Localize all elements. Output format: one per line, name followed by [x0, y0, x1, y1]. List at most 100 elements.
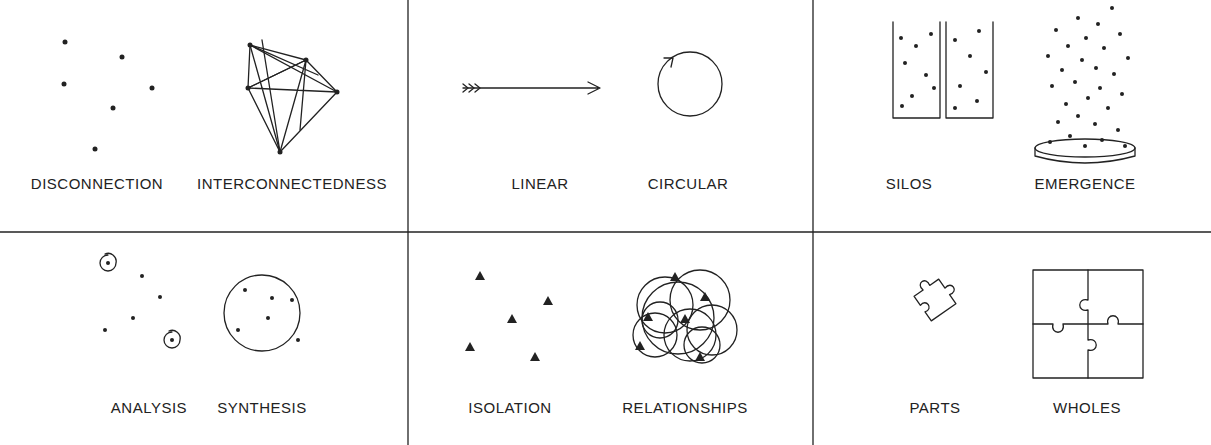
- emergence-figure-part: [1123, 144, 1127, 148]
- grid-lines-part: [0, 231, 1211, 232]
- concept-label: ISOLATION: [468, 399, 551, 417]
- emergence-figure-part: [1048, 140, 1052, 144]
- emergence-figure-part: [1083, 144, 1087, 148]
- isolation-triangles-part: [530, 352, 540, 361]
- scattered-dots-part: [150, 86, 155, 91]
- relationships-figure: [633, 270, 737, 363]
- scattered-dots: [62, 40, 155, 152]
- analysis-figure-part: [100, 253, 116, 271]
- emergence-figure-part: [1035, 148, 1135, 163]
- emergence-figure-part: [1084, 36, 1088, 40]
- concept-label: WHOLES: [1053, 399, 1121, 417]
- scattered-dots-part: [120, 55, 125, 60]
- synthesis-figure-part: [243, 288, 247, 292]
- silos-figure-part: [900, 104, 904, 108]
- concept-label: ANALYSIS: [111, 399, 187, 417]
- concept-label: CIRCULAR: [648, 175, 729, 193]
- silos-figure-part: [975, 99, 979, 103]
- synthesis-figure-part: [266, 316, 270, 320]
- emergence-figure-part: [1106, 106, 1110, 110]
- network-figure-part: [335, 90, 340, 95]
- isolation-triangles: [465, 271, 553, 361]
- scattered-dots-part: [93, 147, 98, 152]
- relationships-figure-part: [635, 272, 710, 361]
- emergence-figure-part: [1126, 56, 1130, 60]
- network-figure: [246, 40, 340, 155]
- network-figure-part: [248, 45, 337, 152]
- puzzle-piece: [910, 269, 962, 321]
- analysis-figure-part: [106, 261, 110, 265]
- emergence-figure-part: [1100, 138, 1104, 142]
- isolation-triangles-part: [507, 314, 517, 323]
- isolation-triangles-part: [475, 271, 485, 280]
- silos-figure-part: [984, 70, 988, 74]
- silos-figure-part: [914, 44, 918, 48]
- network-figure-part: [248, 45, 337, 152]
- silos-figure-part: [899, 29, 988, 110]
- linear-arrow-part: [463, 84, 480, 92]
- emergence-figure-part: [1073, 80, 1077, 84]
- isolation-triangles-part: [465, 342, 475, 351]
- emergence-figure-part: [1093, 122, 1097, 126]
- network-figure-part: [248, 43, 253, 48]
- relationships-figure-part: [637, 277, 693, 333]
- puzzle-whole-part: [1033, 270, 1143, 378]
- emergence-figure-part: [1116, 128, 1120, 132]
- synthesis-figure-part: [224, 275, 300, 351]
- relationships-figure-part: [670, 270, 730, 330]
- scattered-dots-part: [111, 106, 116, 111]
- silos-figure-part: [910, 94, 914, 98]
- silos-figure-part: [977, 29, 981, 33]
- concept-label: RELATIONSHIPS: [622, 399, 747, 417]
- emergence-figure-part: [1098, 86, 1102, 90]
- emergence-figure-part: [1056, 120, 1060, 124]
- scattered-dots-part: [63, 40, 68, 45]
- silos-figure-part: [953, 106, 957, 110]
- relationships-figure-part: [642, 302, 678, 338]
- emergence-figure-part: [1080, 58, 1084, 62]
- concept-label: DISCONNECTION: [31, 175, 163, 193]
- synthesis-figure-part: [270, 296, 274, 300]
- isolation-triangles-part: [543, 296, 553, 305]
- emergence-figure-part: [1054, 28, 1058, 32]
- silos-figure-part: [953, 38, 957, 42]
- emergence-figure-part: [1102, 46, 1106, 50]
- synthesis-figure-part: [290, 298, 294, 302]
- silos-figure: [893, 22, 993, 118]
- puzzle-whole-part: [1033, 316, 1143, 333]
- grid-lines-part: [812, 0, 813, 445]
- network-figure-part: [246, 43, 340, 155]
- synthesis-figure: [224, 275, 300, 351]
- silos-figure-part: [968, 54, 972, 58]
- emergence-figure-part: [1035, 139, 1135, 157]
- analysis-figure-part: [103, 328, 107, 332]
- emergence-figure-part: [1050, 84, 1054, 88]
- network-figure-part: [304, 58, 309, 63]
- concept-label: INTERCONNECTEDNESS: [197, 175, 387, 193]
- emergence-figure-part: [1068, 134, 1072, 138]
- scattered-dots-part: [62, 82, 67, 87]
- network-figure-part: [246, 86, 251, 91]
- emergence-figure-part: [1096, 22, 1100, 26]
- analysis-figure-part: [131, 316, 135, 320]
- emergence-figure-part: [1076, 114, 1080, 118]
- relationships-figure-part: [700, 292, 710, 301]
- network-figure-part: [248, 40, 318, 152]
- emergence-figure: [1035, 6, 1135, 163]
- linear-arrow: [463, 82, 600, 94]
- concept-label: PARTS: [909, 399, 960, 417]
- emergence-figure-part: [1076, 16, 1080, 20]
- emergence-figure-part: [1086, 96, 1090, 100]
- relationships-figure-part: [635, 341, 645, 350]
- relationships-figure-part: [695, 352, 705, 361]
- analysis-figure: [100, 253, 180, 348]
- emergence-figure-part: [1046, 54, 1050, 58]
- concept-label: SYNTHESIS: [217, 399, 307, 417]
- emergence-figure-part: [1060, 68, 1064, 72]
- emergence-figure-part: [1046, 6, 1130, 148]
- silos-figure-part: [929, 32, 933, 36]
- analysis-figure-part: [164, 330, 180, 348]
